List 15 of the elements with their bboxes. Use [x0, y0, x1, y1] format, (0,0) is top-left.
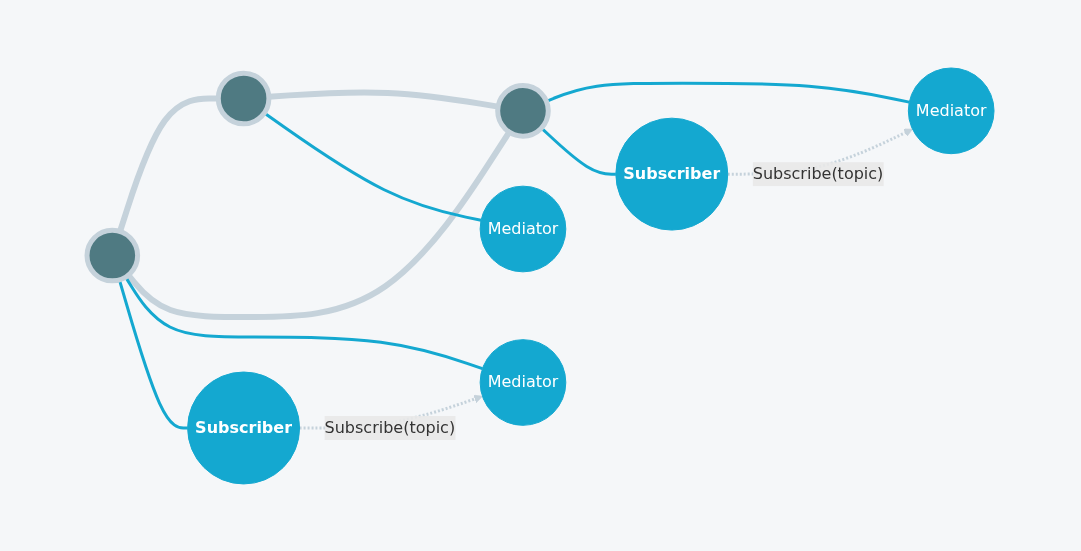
node-circle [215, 70, 272, 126]
node-circle: Mediator [479, 185, 567, 272]
edge-label: Subscribe(topic) [324, 417, 456, 437]
node-circle [84, 227, 141, 283]
node-circle: Mediator [479, 338, 567, 426]
connector [117, 95, 219, 232]
connector [540, 126, 616, 176]
connector [263, 111, 482, 222]
node-circle: Subscriber [615, 117, 729, 231]
edge-label: Subscribe(topic) [752, 163, 884, 183]
node-circle: Mediator [907, 67, 995, 154]
node-circle [495, 82, 551, 139]
connector [268, 88, 499, 110]
connector [126, 130, 512, 320]
node-circle: Subscriber [187, 371, 301, 484]
